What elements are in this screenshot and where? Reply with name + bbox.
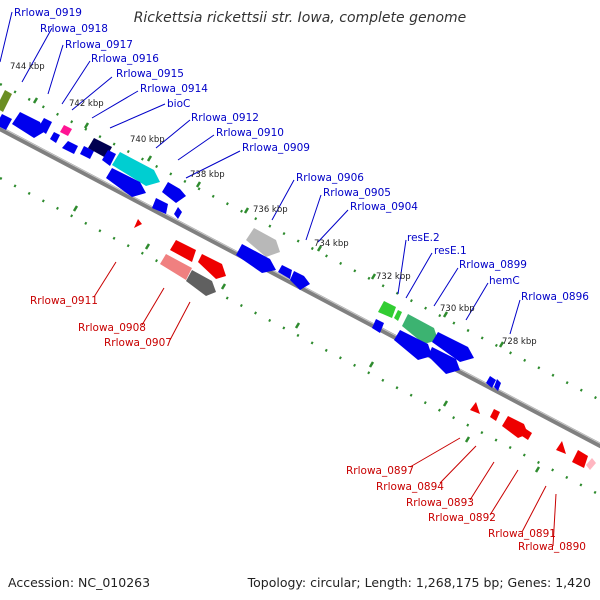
- gene-label: hemC: [489, 275, 520, 287]
- gene-feature: [432, 332, 474, 362]
- gene-label: Rrlowa_0912: [191, 112, 259, 124]
- scale-dotted-track: [0, 82, 600, 402]
- forward-gene-features: [0, 90, 501, 391]
- genome-summary: Topology: circular; Length: 1,268,175 bp…: [247, 575, 591, 590]
- gene-label: Rrlowa_0919: [14, 7, 82, 19]
- scale-ticks: [32, 97, 541, 473]
- gene-feature: [50, 132, 60, 143]
- gene-feature: [556, 441, 566, 454]
- gene-label: Rrlowa_0916: [91, 53, 159, 65]
- gene-feature: [134, 219, 142, 228]
- gene-feature: [586, 458, 596, 470]
- gene-feature: [174, 207, 182, 219]
- gene-label: resE.1: [434, 245, 467, 257]
- gene-feature: [502, 416, 528, 438]
- gene-label: Rrlowa_0904: [350, 201, 418, 213]
- gene-feature: [38, 118, 52, 134]
- scale-tick-label: 740 kbp: [130, 135, 165, 145]
- gene-feature: [394, 310, 402, 321]
- gene-feature: [162, 182, 186, 203]
- gene-label: Rrlowa_0899: [459, 259, 527, 271]
- gene-feature: [394, 330, 432, 360]
- gene-feature: [572, 450, 588, 468]
- scale-tick-label: 744 kbp: [10, 62, 45, 72]
- scale-tick-label: 742 kbp: [69, 99, 104, 109]
- gene-feature: [522, 429, 532, 440]
- gene-feature: [112, 152, 160, 186]
- gene-feature: [470, 402, 480, 414]
- gene-label: Rrlowa_0896: [521, 291, 589, 303]
- scale-tick-label: 728 kbp: [502, 337, 537, 347]
- gene-label: resE.2: [407, 232, 440, 244]
- gene-label: Rrlowa_0917: [65, 39, 133, 51]
- gene-feature: [402, 314, 438, 344]
- scale-tick-label: 730 kbp: [440, 304, 475, 314]
- gene-feature: [290, 271, 310, 290]
- gene-label: Rrlowa_0892: [428, 512, 496, 524]
- gene-label: Rrlowa_0908: [78, 322, 146, 334]
- gene-feature: [198, 254, 226, 279]
- gene-feature: [160, 254, 192, 280]
- gene-feature: [236, 244, 276, 273]
- gene-label: Rrlowa_0907: [104, 337, 172, 349]
- gene-feature: [12, 112, 44, 138]
- scale-tick-label: 736 kbp: [253, 205, 288, 215]
- gene-feature: [152, 198, 168, 214]
- gene-feature: [428, 347, 460, 374]
- gene-feature: [60, 125, 72, 136]
- scale-tick-label: 738 kbp: [190, 170, 225, 180]
- gene-label: Rrlowa_0915: [116, 68, 184, 80]
- gene-feature: [186, 270, 216, 296]
- gene-label: Rrlowa_0893: [406, 497, 474, 509]
- gene-label: Rrlowa_0894: [376, 481, 444, 493]
- gene-label: Rrlowa_0890: [518, 541, 586, 553]
- gene-feature: [88, 138, 112, 158]
- gene-feature: [106, 168, 146, 197]
- gene-feature: [246, 228, 280, 257]
- gene-label: Rrlowa_0909: [242, 142, 310, 154]
- gene-label: Rrlowa_0911: [30, 295, 98, 307]
- gene-feature: [0, 90, 12, 112]
- gene-label: Rrlowa_0914: [140, 83, 208, 95]
- gene-label: Rrlowa_0906: [296, 172, 364, 184]
- gene-feature: [372, 319, 384, 333]
- gene-feature: [494, 379, 501, 391]
- gene-feature: [0, 114, 12, 130]
- gene-label: Rrlowa_0918: [40, 23, 108, 35]
- scale-tick-label: 732 kbp: [376, 272, 411, 282]
- gene-label: Rrlowa_0910: [216, 127, 284, 139]
- gene-feature: [102, 150, 116, 166]
- forward-leader-lines: [0, 11, 521, 335]
- gene-label: Rrlowa_0897: [346, 465, 414, 477]
- reverse-leader-lines: [93, 261, 557, 547]
- gene-feature: [486, 376, 496, 388]
- scale-tick-label: 734 kbp: [314, 239, 349, 249]
- gene-feature: [170, 240, 196, 262]
- gene-label: bioC: [167, 98, 190, 110]
- reverse-gene-features: [134, 219, 596, 470]
- accession-text: Accession: NC_010263: [8, 575, 150, 590]
- gene-feature: [378, 301, 396, 318]
- map-title: Rickettsia rickettsii str. Iowa, complet…: [134, 10, 467, 26]
- gene-feature: [278, 265, 292, 279]
- gene-label: Rrlowa_0905: [323, 187, 391, 199]
- gene-label: Rrlowa_0891: [488, 528, 556, 540]
- gene-feature: [490, 409, 500, 421]
- lower-dotted-track: [0, 176, 600, 497]
- gene-feature: [62, 141, 78, 154]
